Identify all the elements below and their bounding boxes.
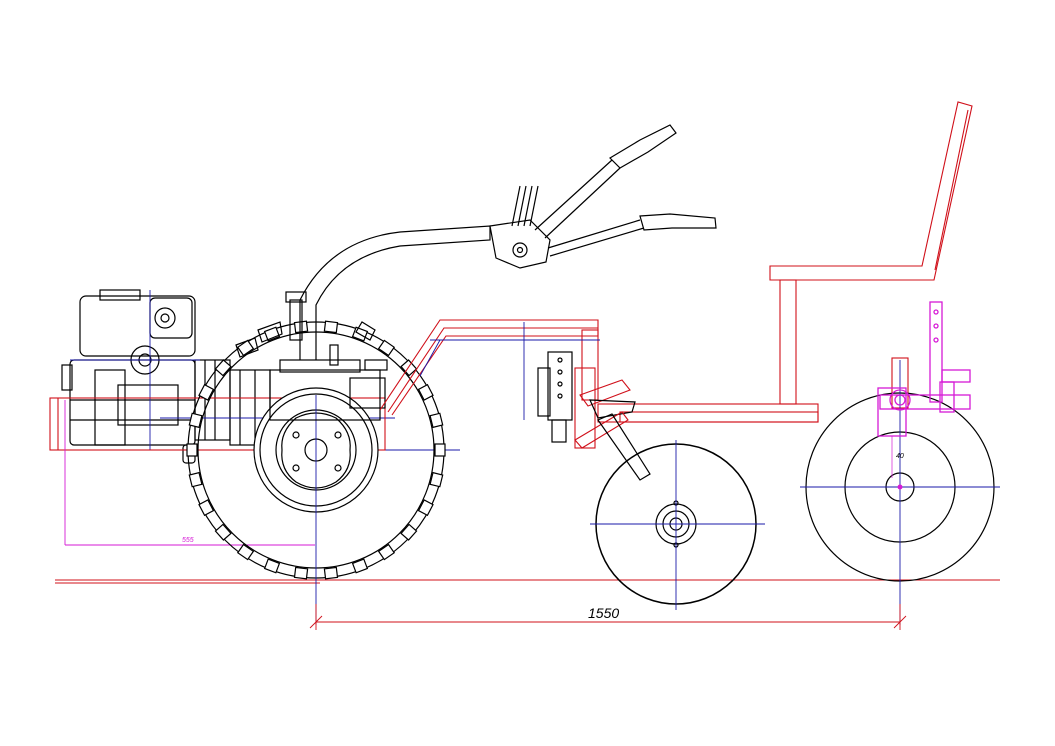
tyre-lug bbox=[377, 339, 396, 357]
tyre-lug bbox=[417, 499, 434, 517]
tyre-lug bbox=[429, 471, 444, 488]
adapter-frame bbox=[379, 101, 973, 423]
tyre-lug bbox=[400, 523, 418, 541]
tyre-lug bbox=[188, 412, 203, 429]
wheelbase-label: 1550 bbox=[588, 605, 619, 621]
tyre-lug bbox=[377, 543, 396, 561]
tyre-lug bbox=[293, 566, 309, 580]
tyre-lug bbox=[323, 566, 339, 580]
tyre-lug bbox=[293, 320, 309, 334]
tyre-lug bbox=[434, 443, 446, 457]
steering-handles bbox=[489, 124, 717, 269]
tyre-lug bbox=[214, 359, 232, 377]
engine-base-frame bbox=[49, 397, 386, 451]
wheel-small-label: 40 bbox=[896, 453, 904, 460]
gearbox bbox=[235, 225, 491, 421]
tyre-lug bbox=[198, 383, 215, 401]
tyre-lug bbox=[198, 499, 215, 517]
offset-label: 555 bbox=[182, 537, 194, 544]
tyre-lug bbox=[351, 558, 369, 574]
tyre-lug bbox=[236, 543, 255, 561]
offset-dimension: 555 bbox=[64, 400, 315, 546]
wheelbase-dimension: 1550 bbox=[309, 604, 907, 630]
tyre-lug bbox=[263, 558, 281, 574]
tyre-lug bbox=[417, 383, 434, 401]
rear-axle-bracket: 40 bbox=[877, 301, 971, 490]
rear-hub-dot bbox=[897, 484, 903, 490]
hitch-bracket bbox=[537, 351, 651, 481]
tyre-lug bbox=[214, 523, 232, 541]
tyre-lug bbox=[188, 471, 203, 488]
tyre-lug bbox=[323, 320, 339, 334]
tyre-lug bbox=[236, 339, 255, 357]
tyre-lug bbox=[186, 443, 198, 457]
tyre-lug bbox=[263, 326, 281, 342]
engine bbox=[61, 289, 271, 464]
tyre-lug bbox=[429, 412, 444, 429]
tyre-lug bbox=[400, 359, 418, 377]
